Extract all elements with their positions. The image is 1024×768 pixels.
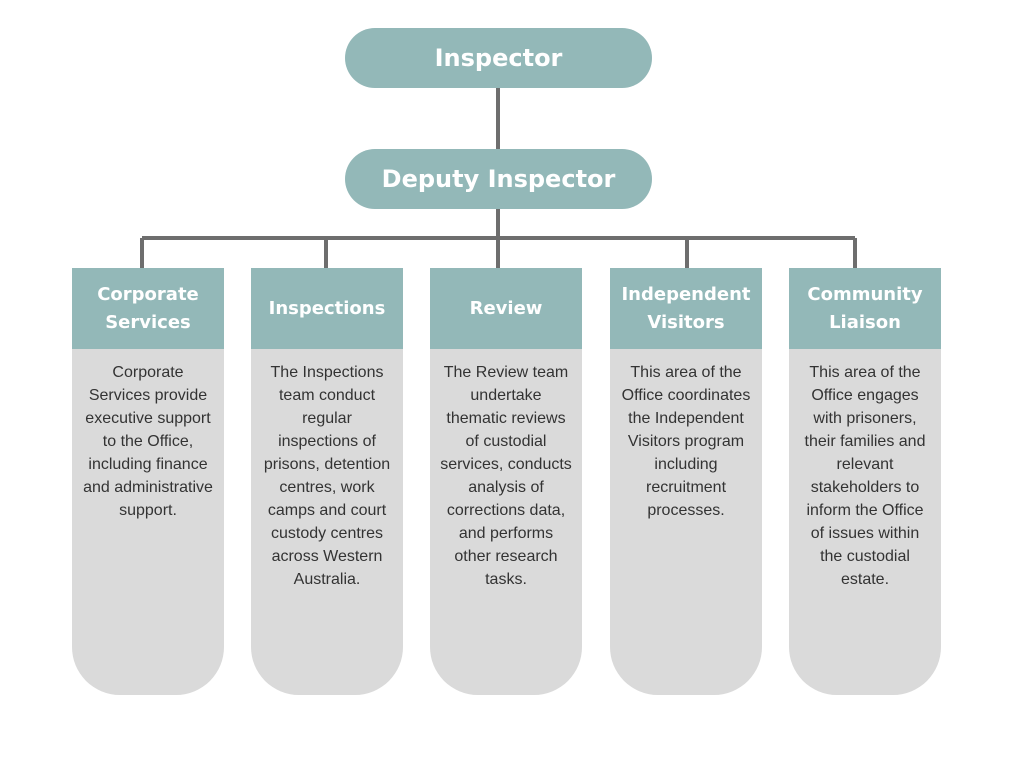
- review-card: Review The Review team undertake themati…: [430, 268, 582, 695]
- deputy-inspector-node: Deputy Inspector: [345, 149, 652, 209]
- corporate-services-heading: Corporate Services: [72, 268, 224, 349]
- independent-visitors-description: This area of the Office coordinates the …: [621, 364, 751, 519]
- inspections-description: The Inspections team conduct regular ins…: [263, 364, 391, 588]
- inspector-title: Inspector: [434, 44, 563, 72]
- independent-visitors-card: Independent Visitors This area of the Of…: [610, 268, 762, 695]
- community-liaison-heading: Community Liaison: [789, 268, 941, 349]
- community-liaison-description: This area of the Office engages with pri…: [804, 364, 926, 588]
- inspections-heading: Inspections: [251, 268, 403, 349]
- corporate-services-description: Corporate Services provide executive sup…: [83, 364, 213, 519]
- inspections-card: Inspections The Inspections team conduct…: [251, 268, 403, 695]
- deputy-inspector-title: Deputy Inspector: [381, 165, 616, 193]
- review-description: The Review team undertake thematic revie…: [440, 364, 572, 588]
- inspector-node: Inspector: [345, 28, 652, 88]
- community-liaison-card: Community Liaison This area of the Offic…: [789, 268, 941, 695]
- corporate-services-card: Corporate Services Corporate Services pr…: [72, 268, 224, 695]
- independent-visitors-heading: Independent Visitors: [610, 268, 762, 349]
- review-heading: Review: [430, 268, 582, 349]
